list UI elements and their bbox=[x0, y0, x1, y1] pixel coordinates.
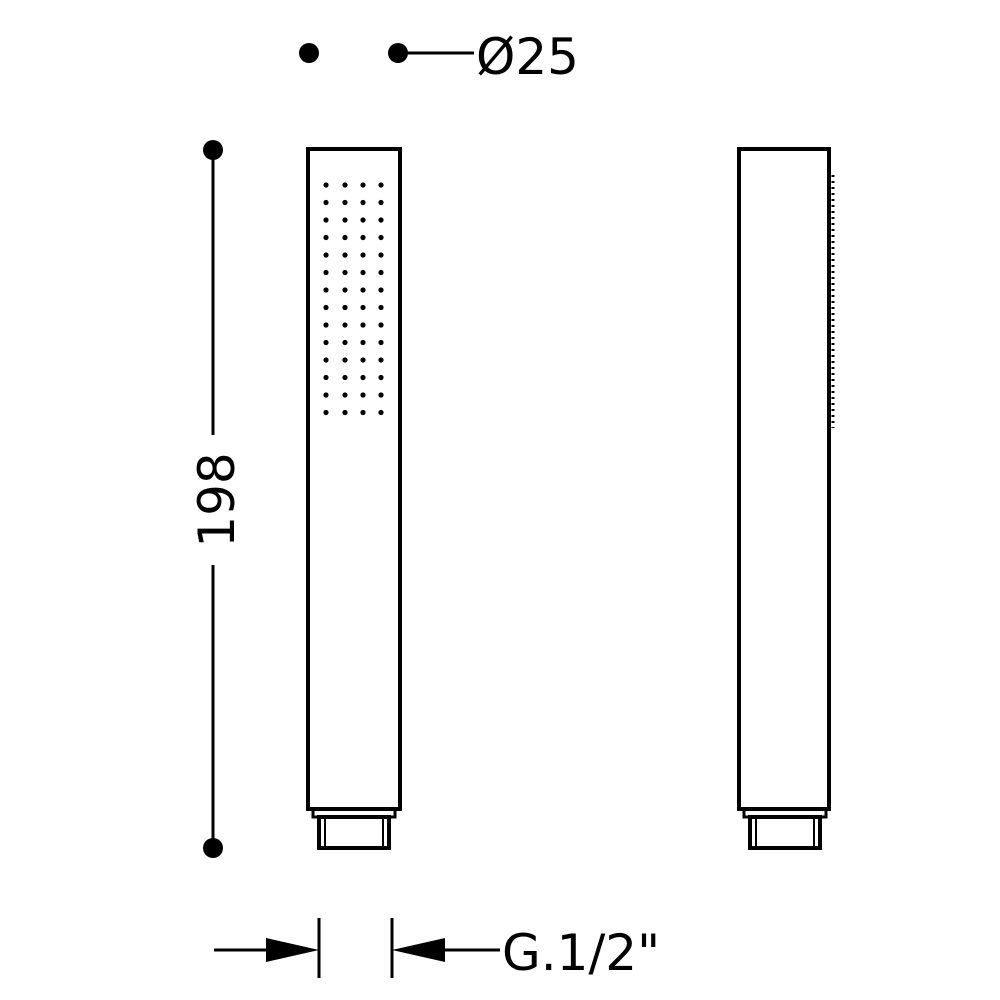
nozzle-dot bbox=[323, 182, 329, 188]
nozzle-dot bbox=[360, 322, 366, 328]
nozzle-dot bbox=[342, 269, 348, 276]
nozzle-dot bbox=[342, 182, 348, 188]
nozzle-dot bbox=[342, 409, 348, 416]
height-label: 198 bbox=[188, 452, 246, 547]
nozzle-dot bbox=[360, 409, 366, 416]
shower-front-view bbox=[306, 147, 402, 850]
connection-label: G.1/2" bbox=[502, 924, 660, 982]
diameter-label: Ø25 bbox=[476, 28, 579, 86]
nozzle-dot bbox=[323, 252, 329, 258]
nozzle-dot bbox=[323, 287, 329, 293]
nozzle-dot bbox=[360, 339, 366, 346]
nozzle-dot bbox=[360, 269, 366, 276]
nozzle-dot bbox=[378, 199, 384, 206]
nozzle-dot bbox=[323, 199, 329, 206]
nozzle-dot bbox=[342, 392, 348, 398]
front-handle-body bbox=[306, 147, 402, 811]
connection-arrow-left-head bbox=[266, 938, 319, 962]
front-connector-thread bbox=[317, 815, 391, 850]
nozzle-dot bbox=[342, 252, 348, 258]
nozzle-dot bbox=[360, 182, 366, 188]
nozzle-dot bbox=[378, 339, 384, 346]
connection-dimension: G.1/2" bbox=[214, 918, 660, 982]
side-connector bbox=[742, 807, 828, 850]
nozzle-dot bbox=[378, 322, 384, 328]
side-handle-body bbox=[737, 147, 831, 811]
nozzle-dot bbox=[342, 374, 348, 381]
connection-arrow-right-head bbox=[392, 938, 445, 962]
nozzle-dot bbox=[342, 287, 348, 293]
nozzle-dot bbox=[378, 287, 384, 293]
nozzle-grid bbox=[323, 182, 384, 416]
diameter-dimension: Ø25 bbox=[299, 28, 579, 86]
nozzle-dot bbox=[360, 287, 366, 293]
nozzle-dot bbox=[323, 409, 329, 416]
nozzle-dot bbox=[360, 199, 366, 206]
nozzle-dot bbox=[323, 304, 329, 311]
nozzle-dot bbox=[360, 392, 366, 398]
nozzle-dot bbox=[378, 409, 384, 416]
nozzle-dot bbox=[323, 269, 329, 276]
nozzle-dot bbox=[342, 339, 348, 346]
nozzle-dot bbox=[378, 234, 384, 241]
nozzle-dot bbox=[342, 217, 348, 223]
nozzle-dot bbox=[360, 357, 366, 363]
diameter-left-point bbox=[299, 43, 319, 63]
nozzle-dot bbox=[378, 182, 384, 188]
nozzle-dot bbox=[360, 374, 366, 381]
nozzle-dot bbox=[378, 357, 384, 363]
nozzle-dot bbox=[378, 217, 384, 223]
nozzle-dot bbox=[378, 374, 384, 381]
nozzle-dot bbox=[342, 357, 348, 363]
nozzle-dot bbox=[323, 339, 329, 346]
nozzle-dot bbox=[378, 392, 384, 398]
nozzle-dot bbox=[323, 322, 329, 328]
nozzle-dot bbox=[360, 304, 366, 311]
nozzle-dot bbox=[378, 252, 384, 258]
nozzle-dot bbox=[378, 269, 384, 276]
side-connector-thread bbox=[748, 815, 822, 850]
nozzle-dot bbox=[342, 304, 348, 311]
nozzle-dot bbox=[342, 322, 348, 328]
nozzle-dot bbox=[323, 357, 329, 363]
height-dimension: 198 bbox=[188, 140, 246, 858]
front-connector bbox=[311, 807, 397, 850]
nozzle-dot bbox=[323, 392, 329, 398]
nozzle-dot bbox=[323, 374, 329, 381]
nozzle-dot bbox=[323, 217, 329, 223]
nozzle-dot bbox=[378, 304, 384, 311]
nozzle-dot bbox=[323, 234, 329, 241]
nozzle-dot bbox=[360, 234, 366, 241]
shower-side-view bbox=[737, 147, 835, 850]
nozzle-dot bbox=[342, 234, 348, 241]
nozzle-dot bbox=[360, 252, 366, 258]
nozzle-dot bbox=[360, 217, 366, 223]
nozzle-dot bbox=[342, 199, 348, 206]
